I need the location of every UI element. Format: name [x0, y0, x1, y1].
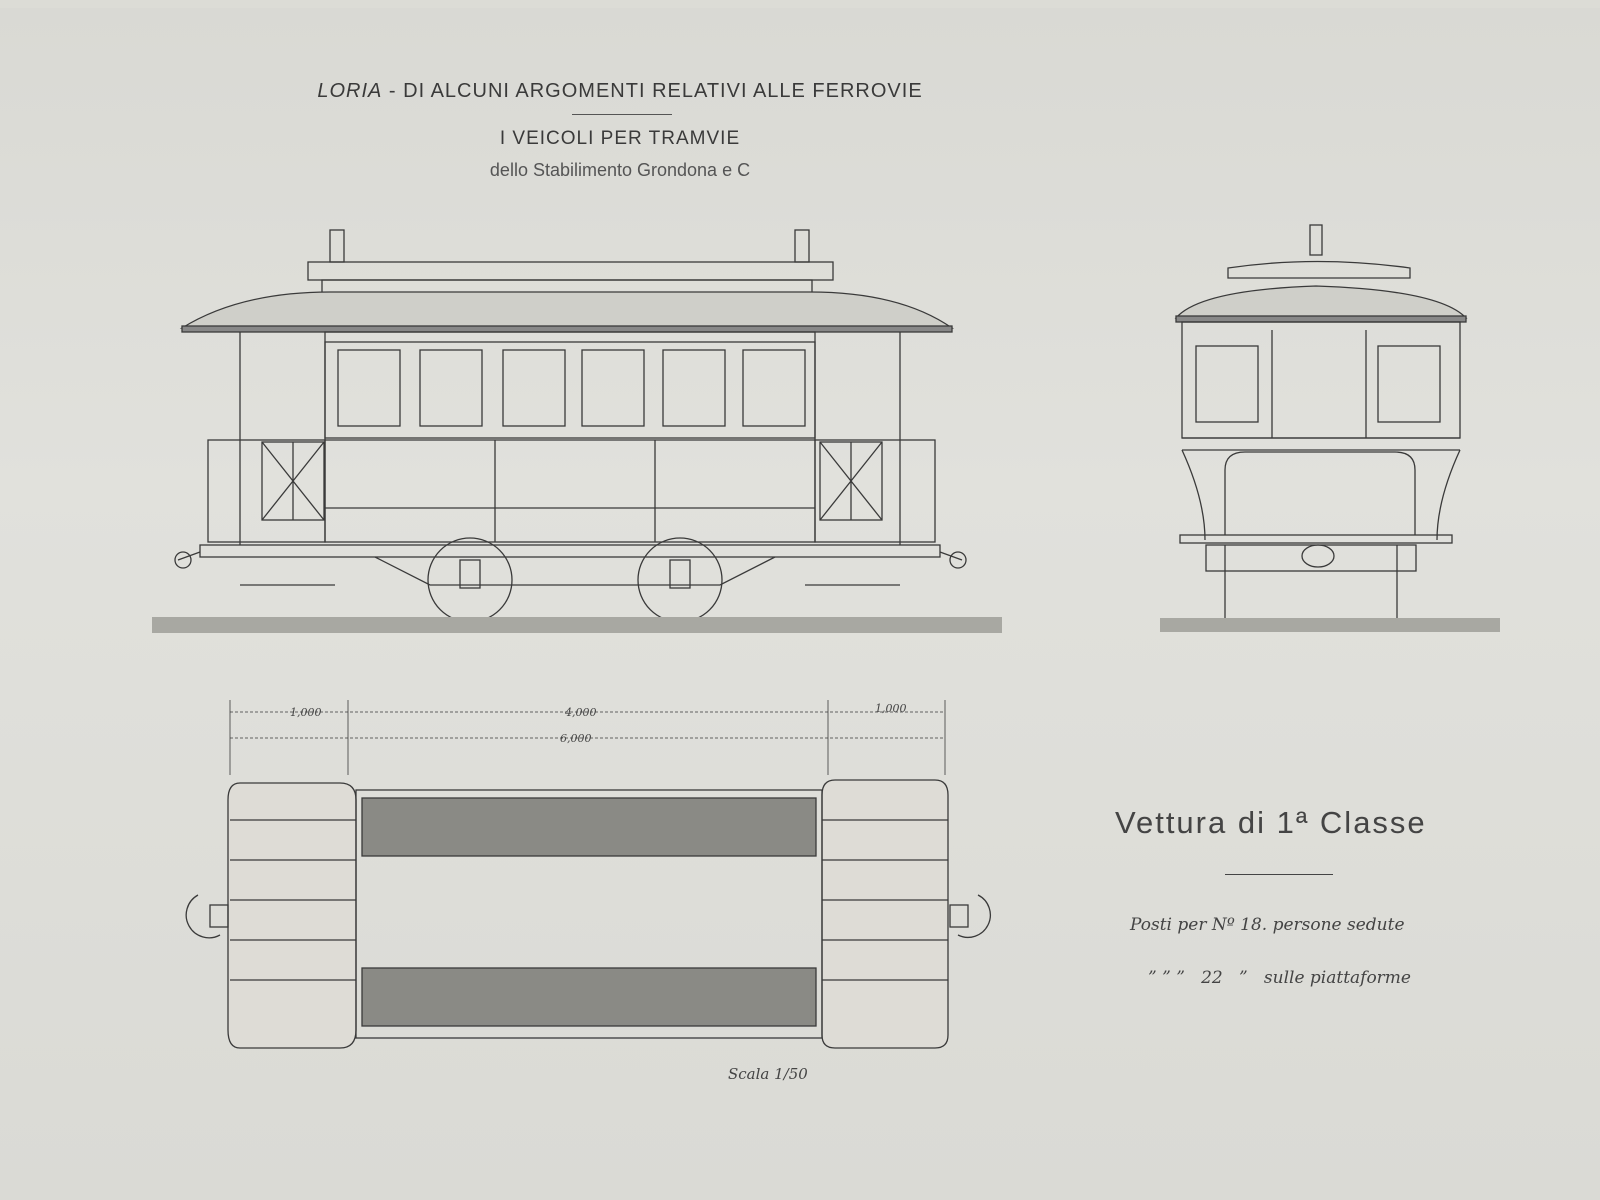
dim-total: 6,000 [560, 732, 592, 745]
dim-right-platform: 1,000 [875, 702, 907, 715]
ditto-marks: ” ” ” [1148, 968, 1185, 988]
header-rule [572, 114, 672, 115]
plate-subtitle: dello Stabilimento Grondona e C [489, 160, 751, 180]
side-elevation [152, 229, 1002, 633]
plate-title: I VEICOLI PER TRAMVIE [499, 128, 741, 149]
title-rule [1225, 874, 1333, 875]
platform-capacity: ” ” ” 22 ” sulle piattaforme [1148, 968, 1411, 988]
seated-capacity: Posti per Nº 18. persone sedute [1130, 915, 1405, 935]
author: LORIA [317, 80, 383, 102]
end-elevation [1160, 224, 1500, 632]
series-title: - DI ALCUNI ARGOMENTI RELATIVI ALLE FERR… [388, 80, 923, 102]
side-windows [337, 349, 806, 427]
platform-text: sulle piattaforme [1263, 968, 1411, 988]
platform-count: 22 [1201, 968, 1223, 988]
dim-left-platform: 1,000 [290, 706, 322, 719]
dim-body: 4,000 [564, 706, 597, 719]
vehicle-title: Vettura di 1ª Classe [1115, 805, 1427, 840]
plate-header: LORIA - DI ALCUNI ARGOMENTI RELATIVI ALL… [0, 80, 1240, 103]
ditto-mark: ” [1238, 968, 1248, 988]
scale-label: Scala 1/50 [728, 1065, 808, 1083]
plan-view [185, 700, 991, 1049]
